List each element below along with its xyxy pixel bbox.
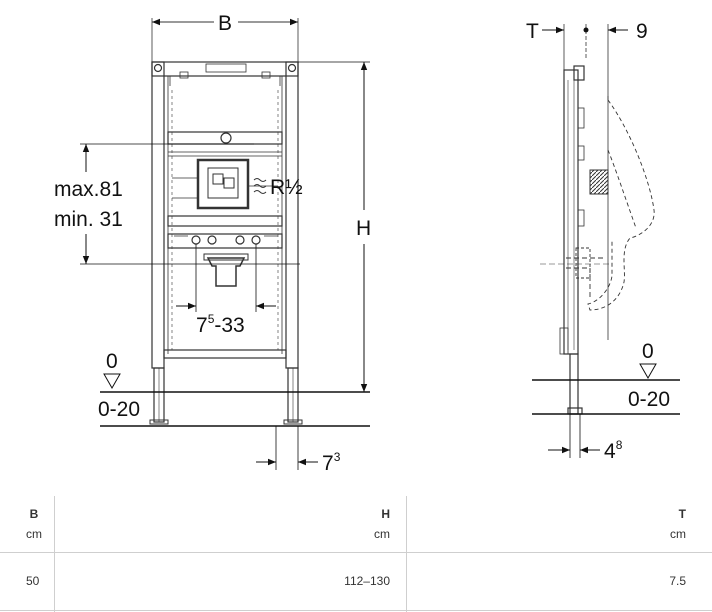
connection-stub [589,169,609,195]
level-marker-left [103,373,121,390]
upper-crossbar [167,131,283,145]
header-b: B cm [26,504,42,544]
header-b-unit: cm [26,527,42,541]
front-view [149,18,303,425]
foot-offset-dimension [256,426,318,470]
floor-right [532,363,680,415]
dimension-table: B cm H cm T cm 50 112–130 7.5 [0,496,712,612]
header-h-name: H [381,507,390,521]
technical-drawing: B H T 9 max.81 min. 31 R½ 75-33 0 0-20 0… [54,12,680,475]
horizontal-range-dimension [176,244,276,312]
value-b: 50 [26,574,40,588]
side-foot-dimension [548,414,600,458]
max-label: max.81 [54,178,123,201]
header-b-name: B [29,507,39,521]
side-frame [563,69,579,355]
side-view [540,24,655,415]
frame-right-upright [285,61,299,369]
side-foot-label: 48 [604,438,623,463]
range-label: 75-33 [196,312,245,337]
bottom-crossbar [163,349,287,359]
h-label: H [356,217,371,240]
level-marker-right [639,363,657,380]
frame-left-upright [151,61,165,369]
header-h: H cm [374,504,390,544]
value-t: 7.5 [669,574,686,588]
height-range-dimension [80,143,300,265]
header-h-unit: cm [374,527,390,541]
lower-crossbar [167,215,283,227]
side-foot [569,353,579,415]
frame-top-rail [151,61,299,77]
header-t-unit: cm [670,527,686,541]
floor-left [100,373,370,427]
frame-label-plate [205,63,247,73]
floor-right-label: 0-20 [628,388,670,411]
zero-right-label: 0 [642,340,654,363]
min-label: min. 31 [54,208,123,231]
t-label: T [526,20,539,43]
thread-label: R½ [270,176,303,199]
header-t-name: T [678,507,686,521]
mount-hole-tl [153,63,163,73]
floor-left-label: 0-20 [98,398,140,421]
zero-left-label: 0 [106,350,118,373]
thread-symbol [253,178,267,194]
foot-offset-label: 73 [322,450,341,475]
waste-outlet [206,257,246,287]
mount-hole-tr [287,63,297,73]
urinal-outline [587,99,655,311]
waste-pipe [566,257,606,300]
b-label: B [218,12,232,35]
value-h: 112–130 [344,574,390,588]
nine-label: 9 [636,20,648,43]
header-t: T cm [670,504,686,544]
